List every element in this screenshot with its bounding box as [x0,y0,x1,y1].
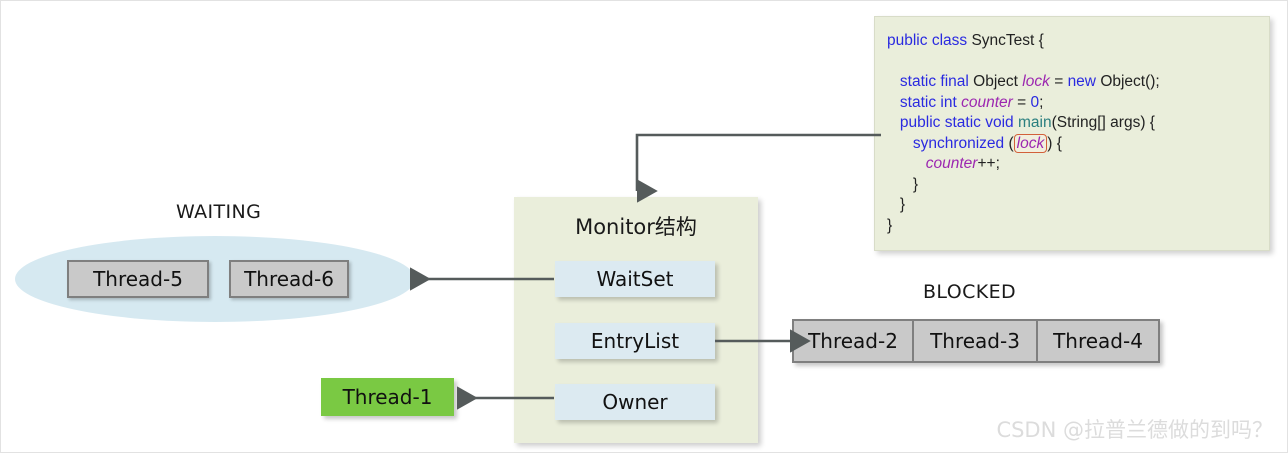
code-token-object-ctor: Object(); [1100,73,1160,90]
blocked-thread-cell: Thread-2 [792,319,914,363]
code-token-main-params: (String[] args) { [1051,114,1155,131]
code-token-lock-highlighted: lock [1013,133,1048,153]
code-token-paren-open: ( [1008,134,1014,152]
code-token-final: final [940,73,969,90]
code-token-public-2: public [899,114,941,131]
blocked-thread-cell: Thread-3 [912,319,1038,363]
code-token-new: new [1067,73,1096,90]
code-token-brace-close-3: } [887,216,893,234]
code-token-equals-2: = [1017,93,1027,111]
monitor-slot-waitset: WaitSet [555,261,715,297]
waiting-thread-chip: Thread-5 [67,260,209,298]
code-token-main: main [1017,114,1052,131]
monitor-slot-entrylist: EntryList [555,323,715,359]
watermark-text: CSDN @拉普兰德做的到吗？ [996,418,1273,442]
code-token-semicolon: ; [1039,93,1044,111]
monitor-title: Monitor结构 [575,215,697,239]
monitor-slot-owner: Owner [555,384,715,420]
code-token-paren-close: ) [1047,134,1053,152]
code-snippet-block: public class SyncTest { static final Obj… [874,16,1270,251]
arrow-code-to-monitor [635,133,881,203]
code-token-counter-decl: counter [961,93,1013,111]
blocked-thread-row: Thread-2 Thread-3 Thread-4 [792,319,1160,363]
code-token-brace-open: { [1038,32,1044,49]
code-token-class: class [931,32,968,49]
code-token-void: void [985,114,1014,131]
code-token-synchronized: synchronized [912,134,1005,152]
code-token-counter-use: counter [925,155,978,172]
waiting-thread-chip: Thread-6 [229,260,349,298]
code-token-equals: = [1054,73,1064,90]
code-token-brace-close-2: } [899,196,906,213]
code-token-classname: SyncTest [971,32,1035,49]
code-token-brace-open-2: { [1056,134,1062,152]
blocked-label: BLOCKED [923,281,1017,303]
code-token-static: static [899,73,937,90]
code-token-object: Object [973,73,1018,90]
code-token-static-3: static [944,114,981,131]
code-token-zero: 0 [1030,93,1040,111]
blocked-thread-cell: Thread-4 [1036,319,1160,363]
monitor-structure-box: Monitor结构 WaitSet EntryList Owner [514,197,758,443]
code-token-public: public [887,32,928,49]
waiting-label: WAITING [176,201,262,223]
code-token-static-2: static [899,93,937,111]
owner-thread-box: Thread-1 [321,378,454,416]
code-token-counter-inc: ++; [977,155,1000,172]
code-token-brace-close-1: } [912,175,919,193]
code-token-lock-decl: lock [1022,73,1050,90]
code-token-int: int [940,93,957,111]
